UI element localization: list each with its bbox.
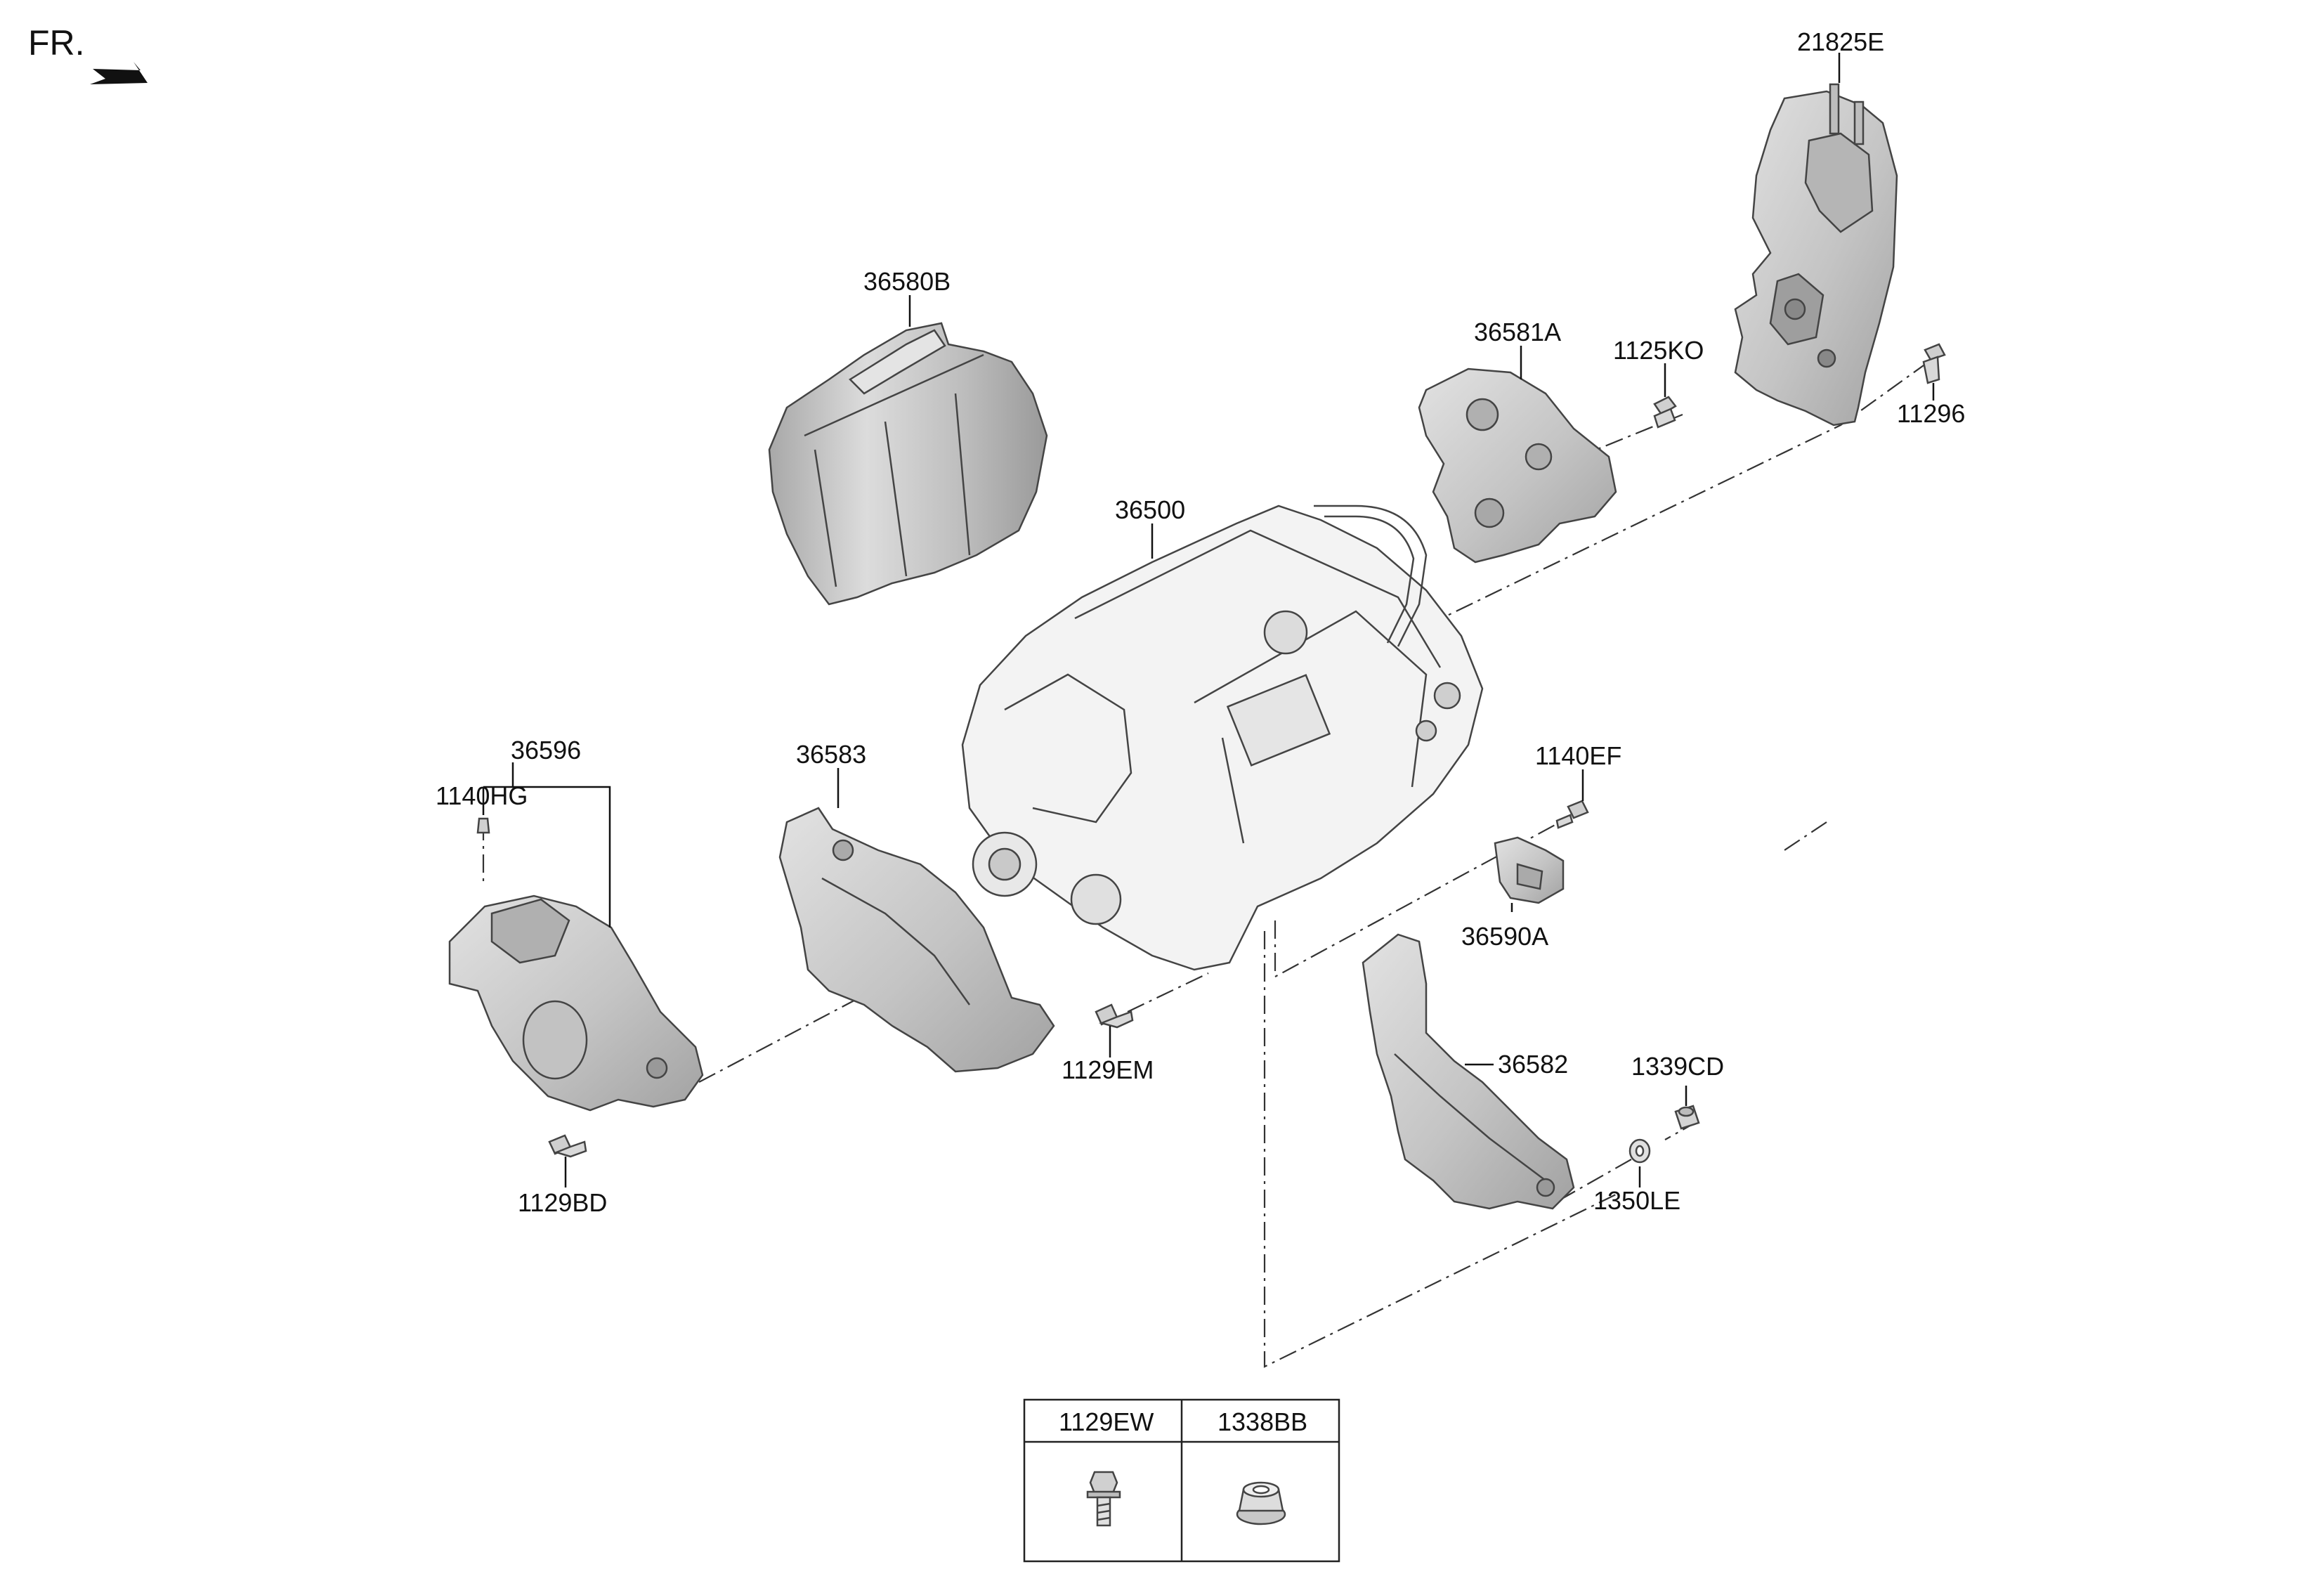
callout-1350le: 1350LE <box>1593 1186 1680 1215</box>
callout-leaders <box>482 53 1935 1187</box>
callout-1140ef: 1140EF <box>1535 741 1621 770</box>
lower-shield-36582[interactable] <box>1362 933 1575 1210</box>
front-arrow-icon <box>90 62 148 84</box>
callout-1129bd: 1129BD <box>518 1188 607 1217</box>
bolt-1140hg[interactable] <box>476 817 490 834</box>
heat-shield-36583[interactable] <box>778 807 1055 1073</box>
orientation-label: FR. <box>28 23 85 63</box>
nut-1339cd[interactable] <box>1674 1105 1700 1130</box>
legend-code-1129ew: 1129EW <box>1059 1407 1154 1436</box>
callout-1129em: 1129EM <box>1062 1055 1154 1084</box>
callout-36581a: 36581A <box>1474 318 1561 346</box>
callout-36580b: 36580B <box>863 267 951 296</box>
bracket-36596[interactable] <box>448 894 704 1112</box>
bolt-11296[interactable] <box>1922 343 1946 384</box>
callout-labels: 21825E 36580B 36581A 1125KO 11296 36500 … <box>436 27 1965 1217</box>
assembly-centerlines <box>482 361 1929 1368</box>
cover-36581a[interactable] <box>1418 367 1617 564</box>
callout-1140hg: 1140HG <box>436 781 528 810</box>
callout-36596: 36596 <box>511 736 581 764</box>
bolt-1129bd[interactable] <box>548 1134 587 1158</box>
callout-1339cd: 1339CD <box>1631 1052 1724 1081</box>
callout-36582: 36582 <box>1498 1050 1568 1079</box>
callout-1125ko: 1125KO <box>1613 336 1704 365</box>
fastener-legend-table: 1129EW 1338BB <box>1023 1398 1340 1563</box>
bolt-1140ef[interactable] <box>1555 800 1589 829</box>
legend-code-1338bb: 1338BB <box>1218 1407 1307 1436</box>
flange-nut-icon <box>1236 1481 1286 1525</box>
flange-bolt-icon <box>1086 1471 1121 1527</box>
callout-36583: 36583 <box>796 740 866 769</box>
callout-36500: 36500 <box>1115 495 1185 524</box>
mounting-bracket-21825e[interactable] <box>1734 83 1898 427</box>
bolt-1125ko[interactable] <box>1653 396 1677 429</box>
callout-36590a: 36590A <box>1461 922 1548 951</box>
washer-1350le[interactable] <box>1628 1138 1651 1164</box>
motor-assembly-36500[interactable] <box>961 505 1484 971</box>
bolt-1129em[interactable] <box>1095 1003 1134 1029</box>
orientation-indicator: FR. <box>28 23 148 84</box>
motor-shroud-36580b[interactable] <box>768 322 1048 606</box>
callout-11296: 11296 <box>1897 399 1965 428</box>
callout-21825e: 21825E <box>1797 27 1884 56</box>
bracket-36590a[interactable] <box>1494 836 1565 904</box>
